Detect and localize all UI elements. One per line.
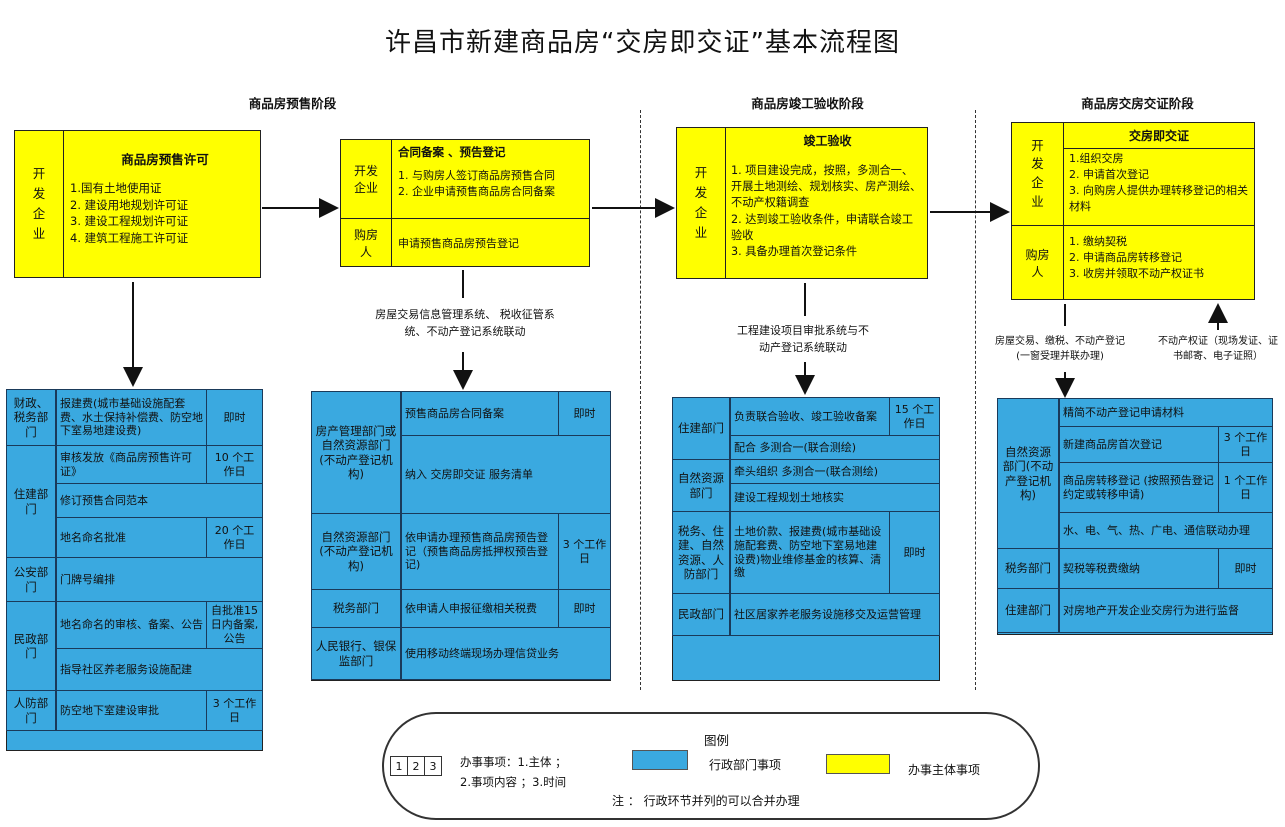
legend-yellow-label: 办事主体事项 (908, 763, 981, 777)
stage-presale-heading: 商品房预售阶段 (248, 96, 337, 111)
buyer-item: 3. 收房并领取不动产权证书 (1069, 266, 1204, 280)
completion-acceptance-content: 竣工验收 1. 项目建设完成，按照，多测合一、开展土地测绘、规划核实、房产测绘、… (725, 127, 928, 279)
buyer-tasks: 1. 缴纳契税 2. 申请商品房转移登记 3. 收房并领取不动产权证书 (1063, 225, 1255, 300)
presale-permit-heading: 商品房预售许可 (121, 152, 209, 167)
buyer-task: 申请预售商品房预告登记 (391, 218, 590, 267)
system-linkage-note: 房屋交易信息管理系统、 税收征管系统、不动产登记系统联动 (375, 308, 555, 338)
table-dept: 人防部门 (6, 690, 56, 731)
table-dept: 自然资源部门(不动产登记机构) (997, 398, 1059, 549)
handover-item: 3. 向购房人提供办理转移登记的相关材料 (1069, 183, 1248, 213)
contract-filing-box: 开发 企业 合同备案 、预告登记 1. 与购房人签订商品房预售合同 2. 企业申… (340, 139, 590, 267)
buyer-item: 1. 缴纳契税 (1069, 235, 1127, 248)
filing-item: 1. 与购房人签订商品房预售合同 (398, 169, 555, 182)
table-dept: 民政部门 (672, 593, 730, 636)
completion-item: 1. 项目建设完成，按照，多测合一、开展土地测绘、规划核实、房产测绘、不动产权籍… (731, 164, 922, 210)
stage-separator (640, 110, 641, 690)
legend-box: 1 (390, 756, 408, 776)
permit-item: 4. 建筑工程施工许可证 (70, 231, 189, 246)
table-dept: 税务、住建、自然资源、人防部门 (672, 511, 730, 594)
legend-yellow-swatch (826, 754, 890, 774)
presale-permit-box: 开 发 企 业 商品房预售许可 1.国有土地使用证 2. 建设用地规划许可证 3… (14, 130, 261, 278)
completion-acceptance-box: 开 发 企 业 竣工验收 1. 项目建设完成，按照，多测合一、开展土地测绘、规划… (676, 127, 928, 279)
presale-permit-content: 商品房预售许可 1.国有土地使用证 2. 建设用地规划许可证 3. 建设工程规划… (63, 130, 261, 278)
table-item: 防空地下室建设审批 (56, 690, 207, 731)
stage-completion-heading: 商品房竣工验收阶段 (751, 96, 864, 111)
table-item: 使用移动终端现场办理信贷业务 (401, 627, 611, 680)
filing-admin-table: 即时预售商品房合同备案纳入 交房即交证 服务清单房产管理部门或自然资源部门(不动… (311, 391, 611, 681)
page-title: 许昌市新建商品房“交房即交证”基本流程图 (385, 28, 900, 58)
table-dept: 公安部门 (6, 557, 56, 602)
completion-admin-table: 15 个工作日负责联合验收、竣工验收备案配合 多测合一(联合测绘)住建部门牵头组… (672, 397, 940, 681)
legend-blue-swatch (632, 750, 688, 770)
legend-desc: 办事事项：1.主体 ； (460, 755, 567, 769)
system-linkage-note: 工程建设项目审批系统与不动产登记系统联动 (737, 324, 869, 354)
table-item: 社区居家养老服务设施移交及运营管理 (730, 593, 940, 636)
legend-heading: 图例 (704, 733, 730, 748)
one-window-note: 房屋交易、缴税、不动产登记(一窗受理并联办理) (995, 336, 1125, 362)
legend-box: 2 (408, 756, 425, 776)
handover-heading: 交房即交证 (1064, 123, 1254, 149)
table-time: 10 个工作日 (206, 445, 263, 484)
handover-item: 2. 申请首次登记 (1069, 167, 1149, 181)
table-item: 依申请办理预售商品房预告登记（预售商品房抵押权预告登记) (401, 513, 559, 590)
legend-panel: 图例 1 2 3 办事事项：1.主体 ； 2.事项内容 ；3.时间 行政部门事项… (382, 712, 1040, 820)
table-dept: 住建部门 (997, 588, 1059, 633)
filing-item: 2. 企业申请预售商品房合同备案 (398, 184, 555, 198)
stage-handover-heading: 商品房交房交证阶段 (1081, 96, 1194, 111)
certificate-delivery-note: 不动产权证（现场发证、证书邮寄、电子证照） (1158, 336, 1278, 362)
contract-filing-heading: 合同备案 、预告登记 (398, 145, 506, 159)
table-time: 自批准15日内备案,公告 (206, 601, 263, 649)
table-item: 对房地产开发企业交房行为进行监督 (1059, 588, 1273, 633)
presale-admin-table: 即时报建费(城市基础设施配套费、水土保持补偿费、防空地下室易地建设费)财政、税务… (6, 389, 263, 751)
completion-item: 3. 具备办理首次登记条件 (731, 245, 858, 259)
permit-item: 2. 建设用地规划许可证 (70, 197, 189, 212)
permit-item: 3. 建设工程规划许可证 (70, 214, 189, 229)
legend-blue-label: 行政部门事项 (709, 758, 782, 772)
handover-item: 1.组织交房 (1069, 152, 1124, 165)
buyer-label: 购房 人 (1011, 225, 1064, 300)
legend-note: 注 ： 行政环节并列的可以合并办理 (612, 794, 800, 808)
completion-heading: 竣工验收 (803, 134, 852, 148)
completion-item: 2. 达到竣工验收条件，申请联合竣工验收 (731, 212, 914, 242)
stage-separator (975, 110, 976, 690)
table-item: 报建费(城市基础设施配套费、水土保持补偿费、防空地下室易地建设费) (56, 389, 207, 446)
permit-item: 1.国有土地使用证 (70, 181, 162, 195)
contract-filing-content: 合同备案 、预告登记 1. 与购房人签订商品房预售合同 2. 企业申请预售商品房… (391, 139, 590, 219)
legend-number-boxes: 1 2 3 (390, 756, 442, 776)
table-dept: 房产管理部门或自然资源部门(不动产登记机构) (311, 391, 401, 514)
buyer-item: 2. 申请商品房转移登记 (1069, 250, 1182, 264)
handover-certificate-box: 开 发 企 业 交房即交证 1.组织交房 2. 申请首次登记 3. 向购房人提供… (1011, 122, 1255, 300)
table-dept: 人民银行、银保监部门 (311, 627, 401, 680)
legend-desc: 2.事项内容 ；3.时间 (460, 775, 567, 789)
legend-box: 3 (425, 756, 442, 776)
developer-label: 开发 企业 (340, 139, 392, 219)
